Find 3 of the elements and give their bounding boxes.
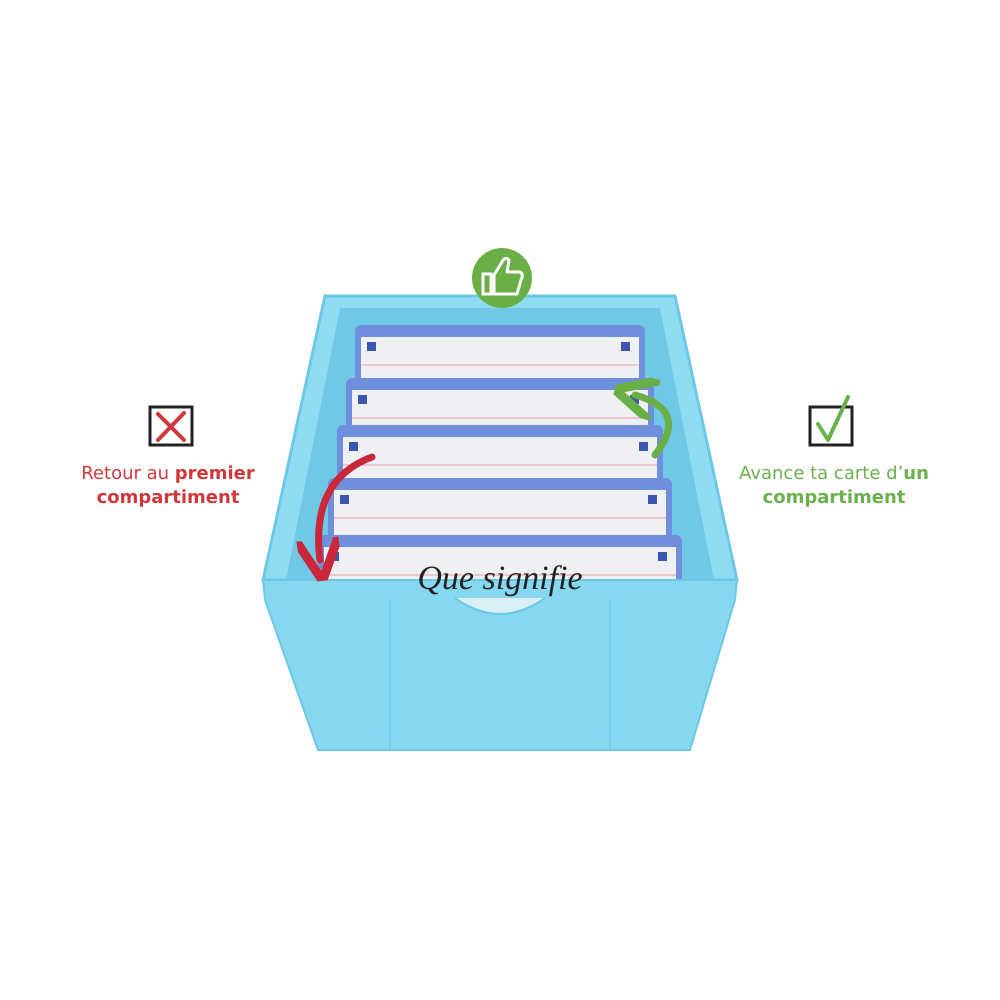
instruction-text: Avance ta carte d’un compartiment <box>738 462 930 510</box>
handwritten-question: Que signifie <box>416 560 584 598</box>
instruction-text: Retour au premier compartiment <box>80 462 256 510</box>
